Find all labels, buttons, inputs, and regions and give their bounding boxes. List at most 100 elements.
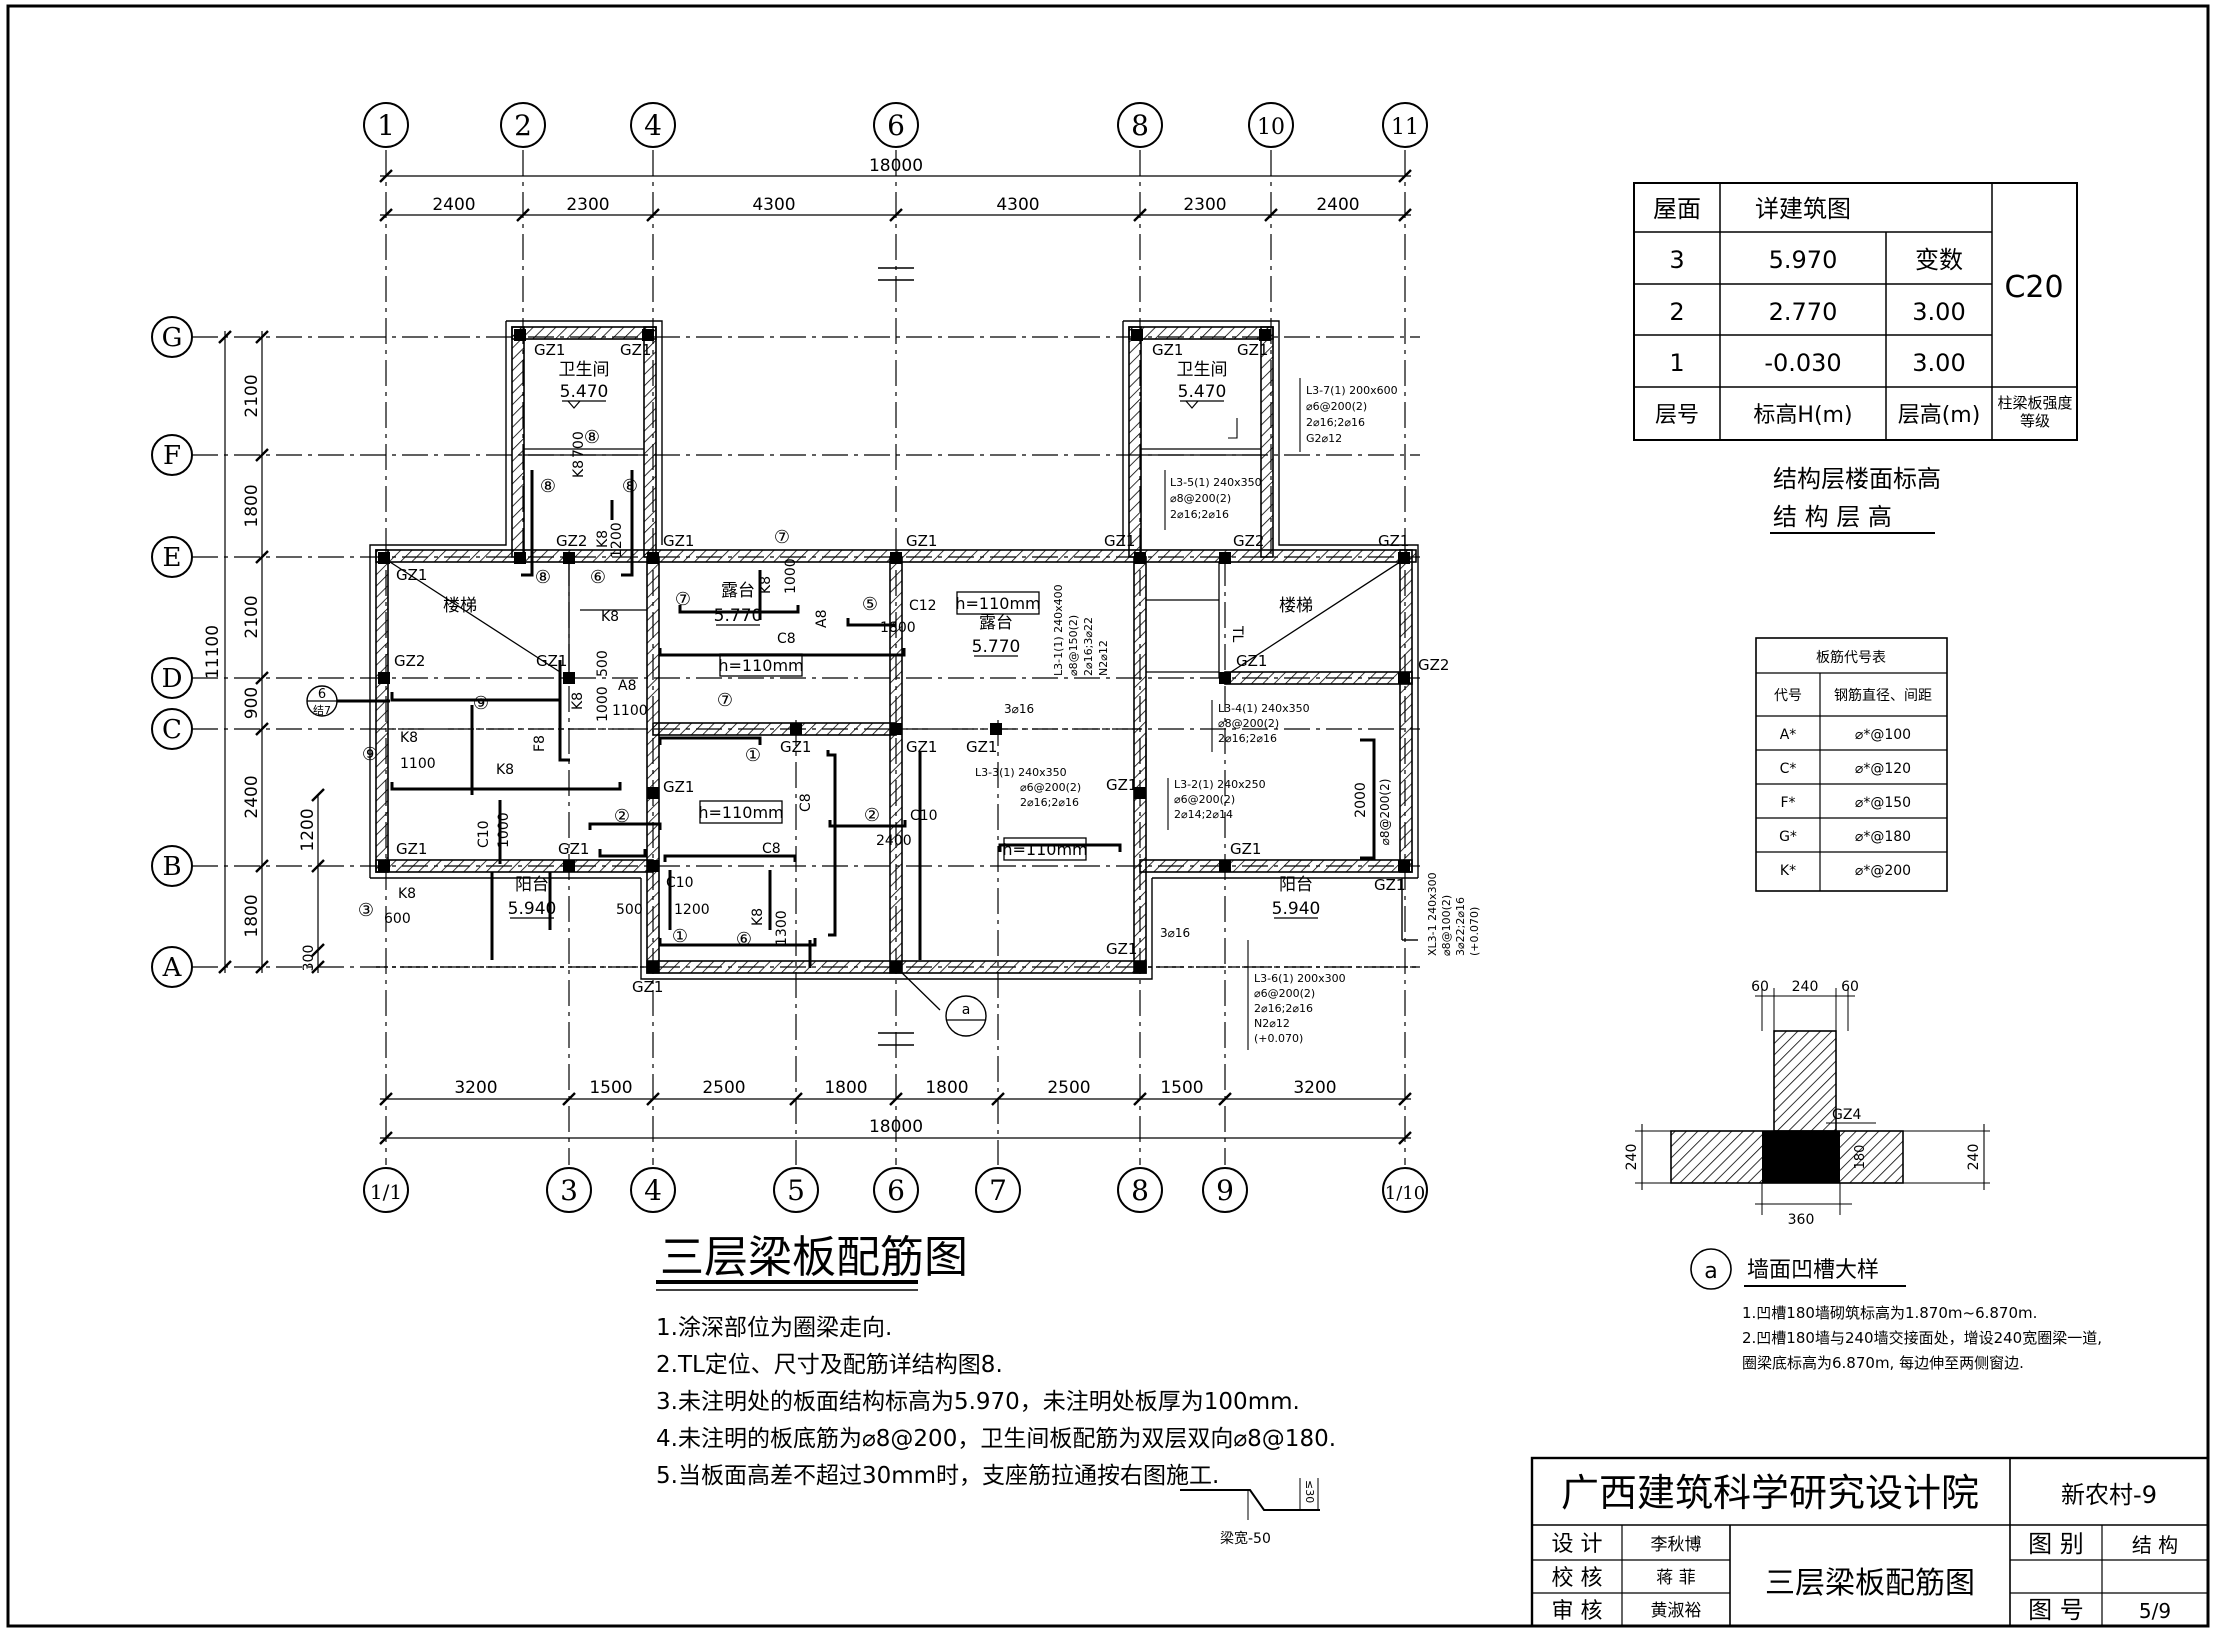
room-labels: 卫生间 5.470 卫生间 5.470 露台 5.770 露台 5.770 阳台… (443, 360, 1320, 919)
svg-text:⌀*@100: ⌀*@100 (1855, 727, 1911, 743)
svg-text:C10: C10 (910, 808, 938, 824)
svg-text:5.470: 5.470 (1178, 382, 1227, 402)
svg-text:⑥: ⑥ (590, 567, 606, 588)
svg-text:K8: K8 (400, 730, 418, 746)
svg-text:(+0.070): (+0.070) (1254, 1032, 1303, 1045)
building-outline (369, 320, 1419, 980)
svg-text:2.凹槽180墙与240墙交接面处，增设240宽圈梁一道,: 2.凹槽180墙与240墙交接面处，增设240宽圈梁一道, (1742, 1329, 2102, 1347)
svg-text:1000: 1000 (595, 686, 611, 722)
svg-text:1: 1 (1669, 349, 1684, 377)
svg-text:h=110mm: h=110mm (955, 594, 1040, 613)
svg-text:⑦: ⑦ (717, 690, 733, 711)
svg-text:2400: 2400 (242, 775, 262, 818)
elevation-table: 屋面 详建筑图 3 5.970 变数 2 2.770 3.00 1 -0.030… (1633, 182, 2078, 534)
svg-text:2⌀16;2⌀16: 2⌀16;2⌀16 (1254, 1002, 1313, 1015)
svg-text:5.940: 5.940 (508, 899, 557, 919)
svg-text:K8: K8 (570, 692, 586, 710)
svg-text:1/1: 1/1 (370, 1180, 402, 1204)
svg-text:⌀6@200(2): ⌀6@200(2) (1020, 781, 1081, 794)
svg-text:GZ1: GZ1 (1236, 652, 1267, 670)
svg-text:校 核: 校 核 (1552, 1566, 1603, 1591)
svg-text:7: 7 (989, 1174, 1007, 1207)
svg-text:⌀*@200: ⌀*@200 (1855, 863, 1911, 879)
svg-text:结7: 结7 (313, 704, 331, 717)
rebar-code-labels: K8 700 K8 1200 K8 1000 K8 A8 C12 1800 C8… (384, 431, 1392, 946)
svg-text:⑦: ⑦ (675, 589, 691, 610)
svg-text:240: 240 (1624, 1144, 1640, 1171)
svg-text:XL3-1 240x300: XL3-1 240x300 (1426, 872, 1439, 956)
svg-text:梁宽-50: 梁宽-50 (1220, 1530, 1271, 1547)
svg-text:1100: 1100 (612, 703, 648, 719)
svg-text:1.涂深部位为圈梁走向.: 1.涂深部位为圈梁走向. (656, 1315, 892, 1341)
svg-text:C8: C8 (798, 793, 814, 812)
axis-bubble-1-10: 1/10 (1382, 1167, 1428, 1213)
svg-text:设 计: 设 计 (1552, 1532, 1603, 1557)
svg-text:G: G (162, 323, 183, 353)
svg-text:⑧: ⑧ (622, 476, 638, 497)
svg-text:360: 360 (1788, 1212, 1815, 1228)
svg-text:⌀6@200(2): ⌀6@200(2) (1254, 987, 1315, 1000)
svg-text:露台: 露台 (721, 581, 755, 601)
svg-text:⑧: ⑧ (584, 427, 600, 448)
svg-text:K8: K8 (496, 762, 514, 778)
svg-text:8: 8 (1131, 109, 1149, 142)
svg-text:2.770: 2.770 (1769, 298, 1838, 326)
svg-text:结 构 层 高: 结 构 层 高 (1773, 503, 1892, 531)
break-marks (878, 267, 914, 1046)
svg-text:3200: 3200 (1293, 1078, 1336, 1098)
bottom-axis-bubbles: 1/1 3 4 5 6 7 8 9 1/10 (363, 1167, 1428, 1213)
svg-text:墙面凹槽大样: 墙面凹槽大样 (1747, 1258, 1879, 1283)
axis-bubble-7: 7 (975, 1167, 1021, 1213)
svg-text:a: a (962, 1002, 971, 1018)
svg-text:1000: 1000 (496, 812, 512, 848)
svg-text:⌀*@120: ⌀*@120 (1855, 761, 1911, 777)
svg-text:⌀8@200(2): ⌀8@200(2) (1378, 779, 1392, 846)
svg-text:C8: C8 (777, 631, 796, 647)
svg-text:1/10: 1/10 (1385, 1183, 1425, 1204)
svg-text:1.凹槽180墙砌筑标高为1.870m~6.870m.: 1.凹槽180墙砌筑标高为1.870m~6.870m. (1742, 1304, 2037, 1322)
svg-text:L3-6(1) 200x300: L3-6(1) 200x300 (1254, 972, 1346, 985)
svg-text:1100: 1100 (400, 756, 436, 772)
svg-text:2⌀16;2⌀16: 2⌀16;2⌀16 (1306, 416, 1365, 429)
svg-text:1500: 1500 (1160, 1078, 1203, 1098)
svg-text:GZ1: GZ1 (966, 738, 997, 756)
svg-text:⌀8@200(2): ⌀8@200(2) (1170, 492, 1231, 505)
svg-text:A8: A8 (814, 610, 830, 628)
svg-text:GZ1: GZ1 (1237, 341, 1268, 359)
svg-text:60: 60 (1841, 979, 1859, 995)
svg-text:8: 8 (1131, 1174, 1149, 1207)
svg-text:2400: 2400 (1316, 195, 1359, 215)
svg-text:GZ2: GZ2 (556, 532, 587, 550)
axis-bubble-9: 9 (1202, 1167, 1248, 1213)
dim-top-total: 18000 (869, 156, 923, 176)
svg-text:阳台: 阳台 (1279, 875, 1313, 895)
svg-text:GZ2: GZ2 (1233, 532, 1264, 550)
svg-text:GZ2: GZ2 (394, 652, 425, 670)
project-name: 新农村-9 (2061, 1481, 2157, 1509)
svg-text:240: 240 (1792, 979, 1819, 995)
axis-bubble-1-1: 1/1 (363, 1167, 409, 1213)
svg-text:3⌀16: 3⌀16 (1160, 926, 1190, 940)
axis-bubble-A: A (151, 946, 193, 988)
svg-text:⑨: ⑨ (362, 744, 378, 765)
top-dimensions (379, 169, 1412, 222)
svg-text:2⌀14;2⌀14: 2⌀14;2⌀14 (1174, 808, 1233, 821)
svg-text:C*: C* (1780, 761, 1797, 777)
svg-text:①: ① (745, 745, 761, 766)
svg-text:K8: K8 (758, 576, 774, 594)
svg-text:300: 300 (301, 945, 317, 972)
svg-text:GZ1: GZ1 (536, 652, 567, 670)
svg-text:2300: 2300 (1183, 195, 1226, 215)
axis-bubble-10: 10 (1248, 102, 1294, 148)
svg-text:2: 2 (1669, 298, 1684, 326)
svg-text:阳台: 阳台 (515, 875, 549, 895)
svg-text:A: A (162, 953, 183, 983)
svg-text:6: 6 (887, 109, 905, 142)
svg-text:⑤: ⑤ (862, 594, 878, 615)
top-axis-bubbles: 1 2 4 6 8 10 11 (363, 102, 1428, 148)
axis-bubble-E: E (151, 536, 193, 578)
svg-text:C8: C8 (762, 841, 781, 857)
drawing-title: 三层梁板配筋图 (660, 1232, 968, 1283)
svg-text:1200: 1200 (298, 808, 318, 851)
axis-bubble-8: 8 (1117, 102, 1163, 148)
